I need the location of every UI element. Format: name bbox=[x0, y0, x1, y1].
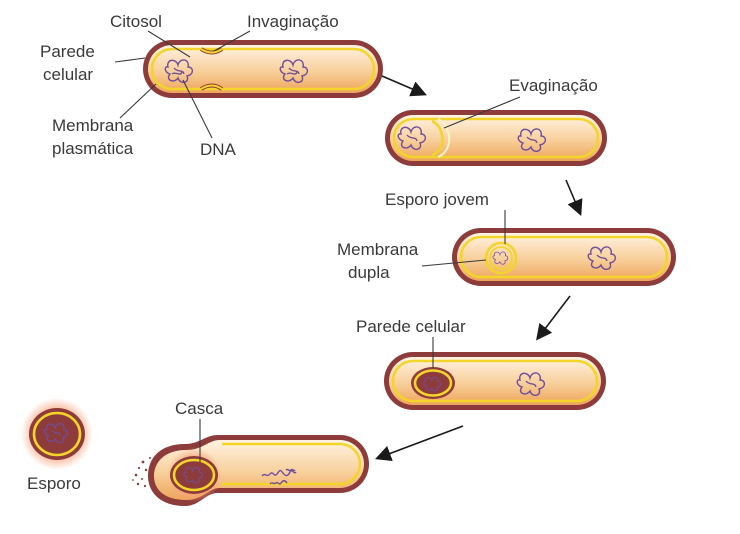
dna-icon bbox=[516, 372, 546, 396]
stage-2-cell bbox=[385, 110, 607, 166]
label-citosol: Citosol bbox=[110, 12, 162, 31]
label-membrana-dupla-1: Membrana bbox=[337, 240, 419, 259]
dna-icon bbox=[183, 467, 203, 484]
label-invaginacao: Invaginação bbox=[247, 12, 339, 31]
leader-invaginacao bbox=[213, 30, 251, 52]
dna-icon bbox=[423, 376, 442, 392]
label-dna: DNA bbox=[200, 140, 237, 159]
dna-icon bbox=[517, 128, 547, 152]
dna-icon bbox=[492, 251, 509, 265]
arrow-1 bbox=[381, 75, 427, 97]
dna-icon bbox=[397, 126, 427, 150]
dna-icon bbox=[279, 59, 309, 83]
label-membrana-dupla-2: dupla bbox=[348, 263, 390, 282]
dna-icon bbox=[164, 59, 194, 83]
stage-4-cell bbox=[384, 352, 606, 410]
label-casca: Casca bbox=[175, 399, 224, 418]
degraded-dna-icon bbox=[261, 468, 297, 485]
label-parede-celular-stage4: Parede celular bbox=[356, 317, 466, 336]
label-parede-1: Parede bbox=[40, 42, 95, 61]
stage-1-cell bbox=[143, 40, 383, 98]
label-esporo: Esporo bbox=[27, 474, 81, 493]
arrow-2 bbox=[565, 179, 583, 216]
label-parede-2: celular bbox=[43, 65, 93, 84]
leader-membrana bbox=[119, 83, 157, 119]
dna-icon bbox=[43, 423, 69, 444]
stage-3-cell bbox=[452, 228, 676, 286]
free-spore bbox=[21, 398, 93, 470]
arrow-3 bbox=[536, 295, 571, 341]
leader-evaginacao bbox=[443, 96, 521, 129]
label-membrana-1: Membrana bbox=[52, 116, 134, 135]
label-esporo-jovem: Esporo jovem bbox=[385, 190, 489, 209]
leader-citosol bbox=[147, 30, 191, 58]
debris-icon bbox=[132, 457, 156, 488]
leader-dna bbox=[182, 79, 213, 139]
leader-parede bbox=[114, 57, 146, 63]
arrow-4 bbox=[375, 425, 464, 461]
leader-membrana-dupla bbox=[421, 259, 487, 267]
label-membrana-2: plasmática bbox=[52, 139, 134, 158]
label-evaginacao: Evaginação bbox=[509, 76, 598, 95]
dna-icon bbox=[587, 246, 617, 270]
stage-5-cell bbox=[132, 435, 369, 506]
